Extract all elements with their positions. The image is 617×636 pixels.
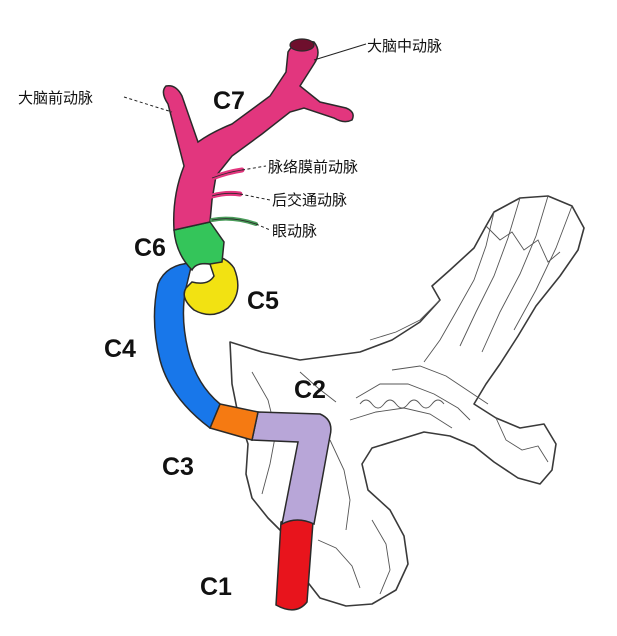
segment-c4 [153, 262, 221, 430]
label-c4: C4 [104, 335, 136, 363]
mca-lumen [289, 38, 315, 52]
segment-c5 [183, 255, 239, 316]
label-c3: C3 [162, 453, 194, 481]
pcoa-leader [239, 193, 271, 201]
label-c5: C5 [247, 287, 279, 315]
oa-leader [255, 223, 271, 231]
label-c7: C7 [213, 87, 245, 115]
label-acha: 脉络膜前动脉 [268, 158, 358, 176]
posterior-communicating-outline [211, 192, 241, 197]
label-mca: 大脑中动脉 [367, 37, 442, 55]
anterior-choroidal-outline [211, 169, 243, 179]
label-pcoa: 后交通动脉 [272, 191, 347, 209]
aca-leader [123, 96, 173, 113]
ophthalmic-outline [211, 218, 257, 225]
label-oa: 眼动脉 [272, 222, 317, 240]
label-aca: 大脑前动脉 [18, 89, 93, 107]
segment-c2 [251, 411, 332, 526]
mca-leader [313, 43, 367, 61]
segment-c1 [275, 517, 314, 611]
label-c6: C6 [134, 234, 166, 262]
acha-leader [241, 165, 267, 171]
label-c2: C2 [294, 376, 326, 404]
segment-c6 [173, 221, 225, 272]
label-c1: C1 [200, 573, 232, 601]
